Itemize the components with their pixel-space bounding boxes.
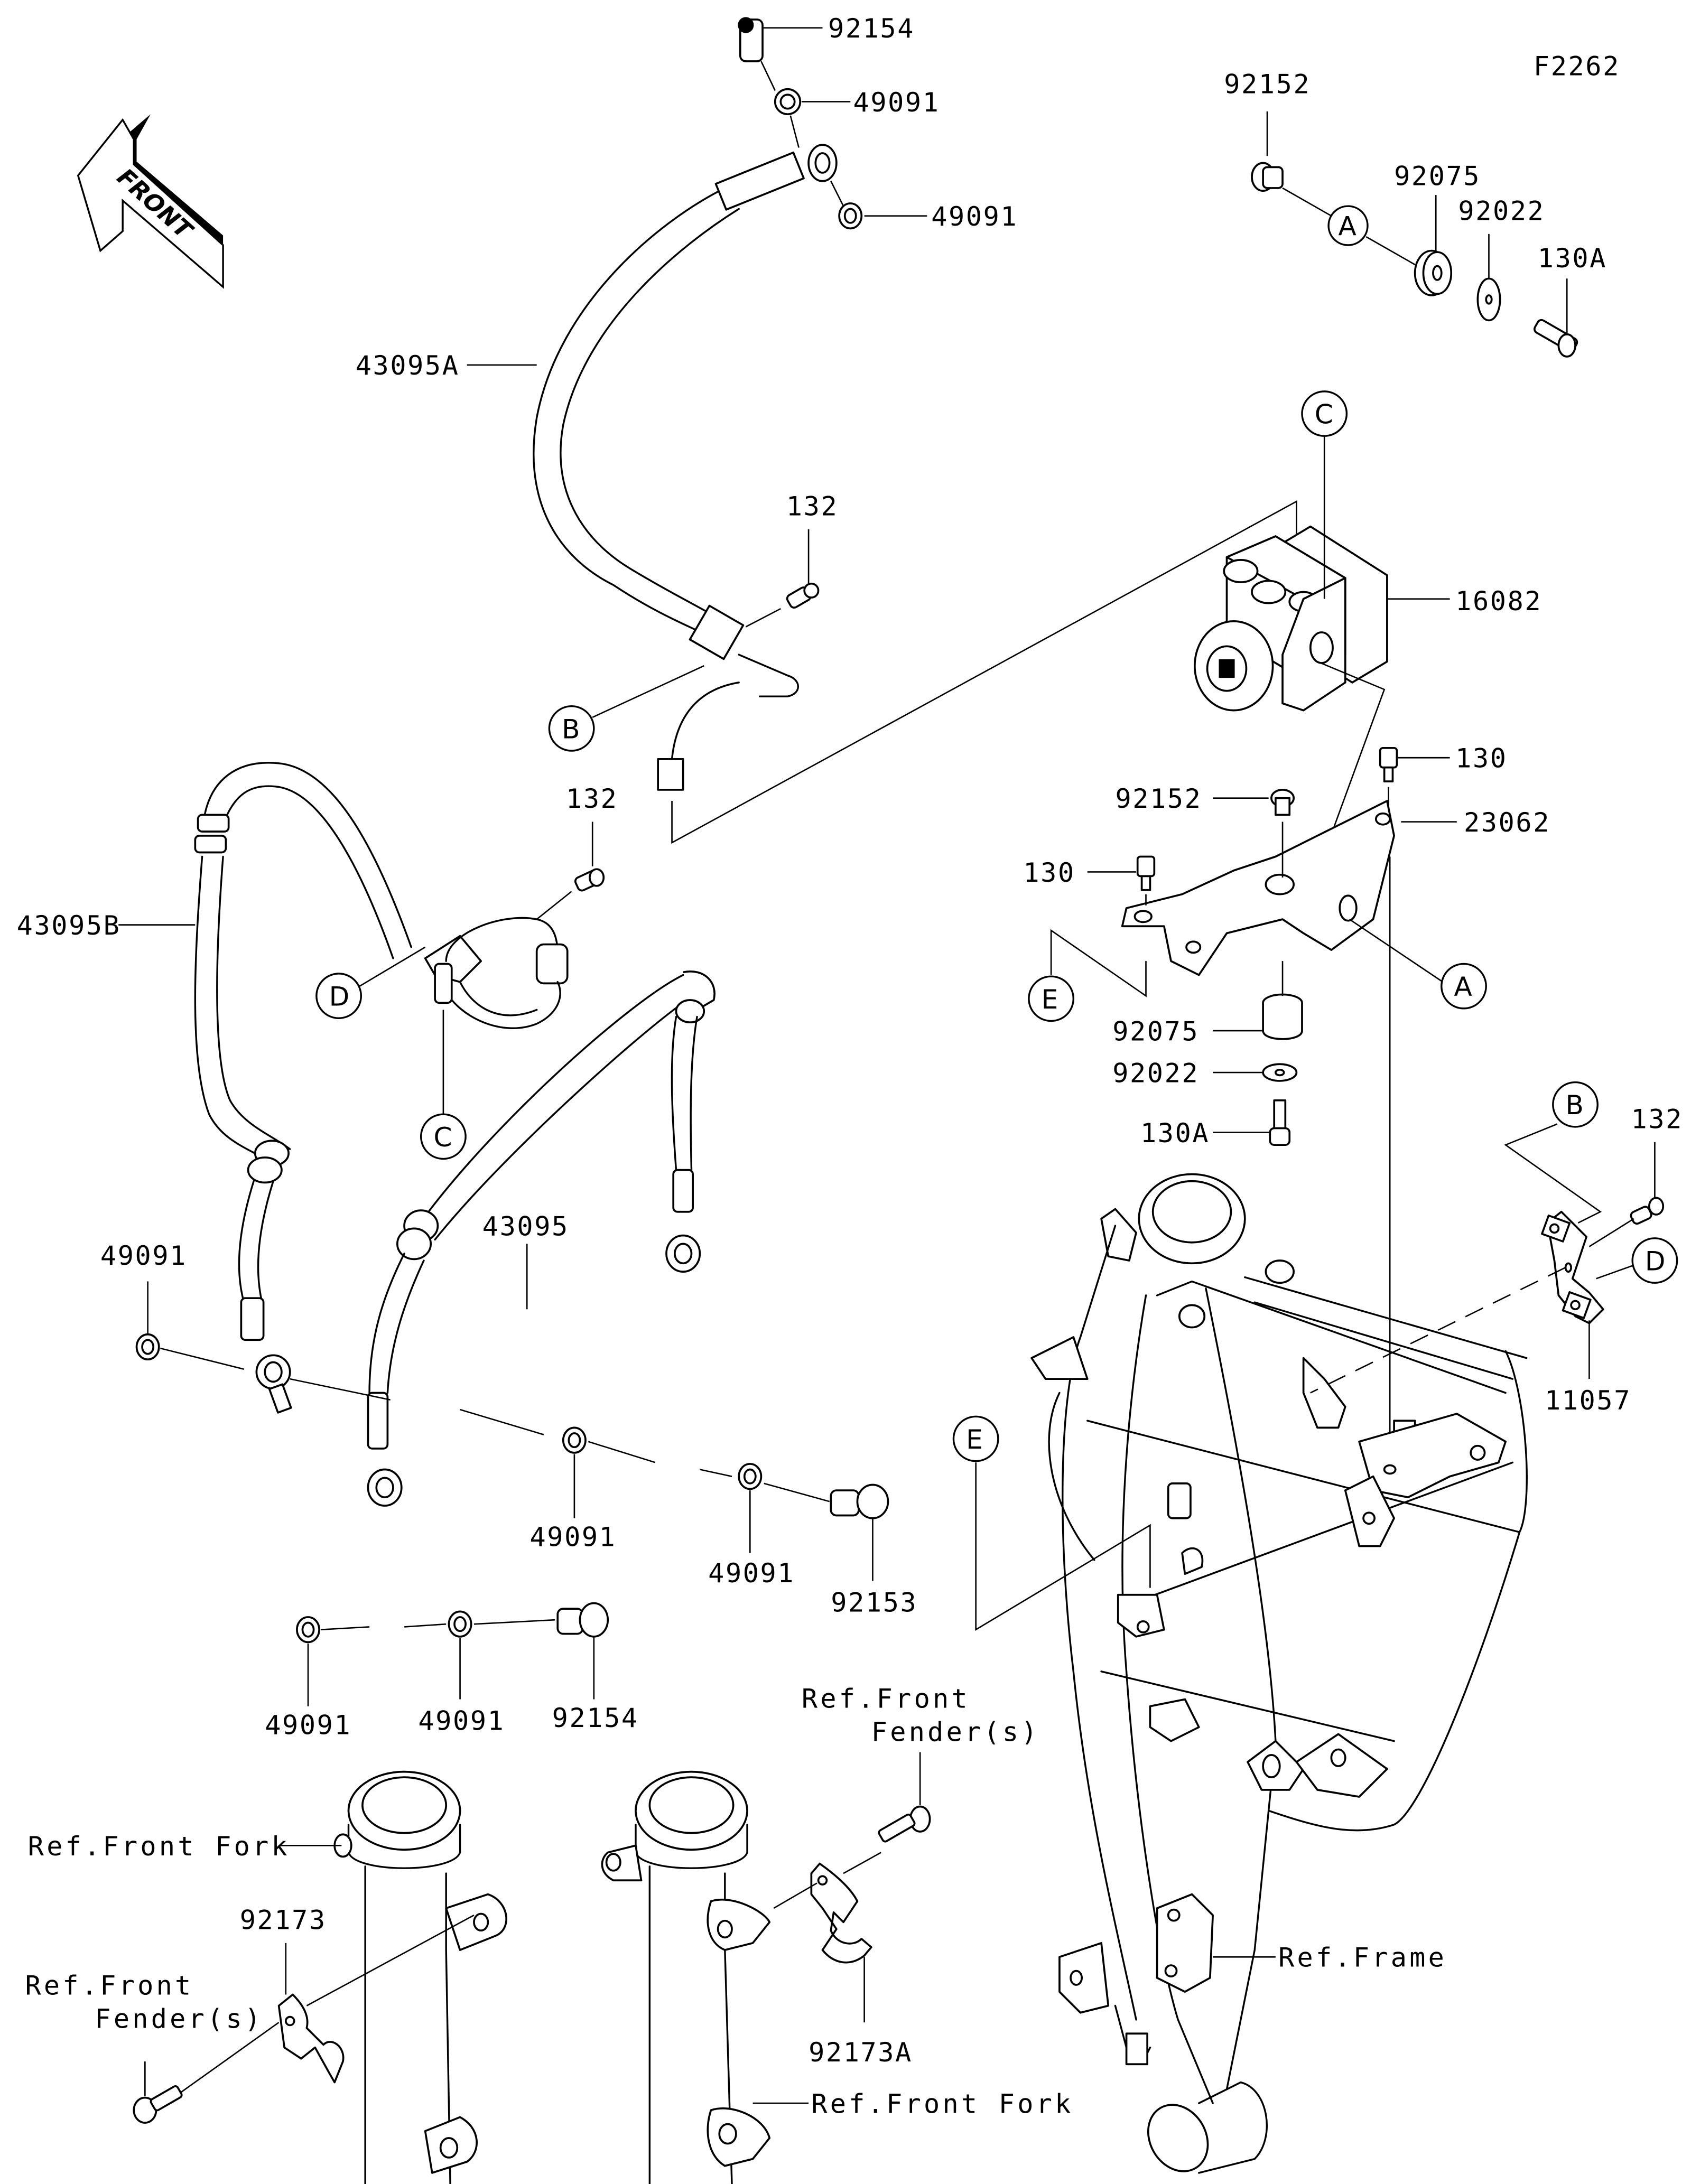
bolt-132-mid: [536, 822, 605, 920]
washer-49091-bot-1: [296, 1616, 320, 1706]
callout-b-clamp: [1552, 1081, 1599, 1128]
callout-c-hose: [420, 1113, 467, 1160]
banjo-bolt-92153: [830, 1483, 889, 1581]
callout-b-hose-label: B: [562, 713, 580, 744]
bolt-130a-mid: [1213, 1099, 1291, 1146]
part-label-92173: 92173: [240, 1905, 327, 1936]
part-label-49091-bot-1: 49091: [265, 1709, 351, 1740]
ref-front-fender-left-line2: Fender(s): [95, 2003, 263, 2034]
part-label-49091-bot-2: 49091: [418, 1705, 505, 1737]
collar-92152-mid: [1213, 789, 1295, 878]
callout-e-frame: [952, 1415, 999, 1462]
ref-front-fender-right-line1: Ref.Front: [802, 1683, 970, 1714]
part-label-92154-top: 92154: [828, 13, 915, 44]
washer-49091-mid-2: [738, 1463, 763, 1553]
callout-d-hose: [315, 973, 362, 1019]
abs-hydraulic-unit-16082: [1193, 525, 1388, 712]
callout-a-top: [1327, 205, 1369, 246]
bolt-132-upper: [745, 529, 820, 628]
clamp-92173: [181, 1915, 475, 2093]
callout-c-hose-label: C: [433, 1122, 452, 1153]
part-label-49091-top-1: 49091: [853, 87, 940, 118]
part-label-92152-mid: 92152: [1115, 783, 1202, 814]
part-label-92173a: 92173A: [809, 2037, 913, 2068]
part-label-49091-mid-2: 49091: [708, 1557, 795, 1589]
part-label-92022-top: 92022: [1458, 195, 1545, 227]
washer-92022-mid: [1213, 1063, 1298, 1082]
front-direction-arrow-icon: FRONT: [77, 114, 224, 289]
washer-49091-mid-1: [562, 1426, 587, 1518]
callout-b-clamp-label: B: [1566, 1089, 1584, 1121]
part-label-43095: 43095: [482, 1211, 569, 1242]
callout-d-hose-label: D: [329, 981, 350, 1012]
part-label-49091-mid-1: 49091: [529, 1522, 616, 1553]
part-label-130-right: 130: [1455, 743, 1507, 774]
front-fork-left: [333, 1770, 508, 2184]
washer-49091-top-1: [774, 88, 851, 148]
clamp-11057: [1541, 1210, 1604, 1379]
callout-a-bracket: [1441, 963, 1487, 1010]
callout-d-clamp: [1631, 1237, 1678, 1284]
part-label-132-right: 132: [1631, 1104, 1683, 1135]
part-label-132-upper: 132: [786, 491, 838, 522]
part-label-92154-bottom: 92154: [552, 1702, 639, 1733]
part-label-43095b: 43095B: [17, 910, 121, 941]
part-label-49091-left: 49091: [100, 1240, 187, 1271]
part-label-92152-top: 92152: [1224, 69, 1311, 100]
callout-a-top-label: A: [1339, 211, 1356, 242]
screw-fender-right: [878, 1752, 931, 1843]
brake-hose-43095b: [194, 762, 569, 1414]
part-label-92075-mid: 92075: [1112, 1015, 1199, 1047]
bolt-130-right: [1379, 746, 1450, 808]
callout-c-abs-label: C: [1315, 399, 1333, 430]
callout-e-frame-label: E: [966, 1424, 983, 1455]
part-label-92022-mid: 92022: [1112, 1058, 1199, 1089]
screw-fender-left: [133, 2061, 183, 2124]
ref-front-fender-right-line2: Fender(s): [871, 1716, 1040, 1748]
bracket-23062: [1121, 800, 1395, 976]
ref-front-fork-right: Ref.Front Fork: [811, 2088, 1073, 2120]
part-label-11057: 11057: [1545, 1385, 1631, 1416]
banjo-bolt-92154-bottom: [556, 1602, 609, 1700]
part-label-130a-top: 130A: [1538, 242, 1607, 274]
collar-92152-top: [1251, 111, 1284, 192]
ref-front-fork-left: Ref.Front Fork: [28, 1831, 290, 1862]
brake-hose-43095a: [533, 144, 838, 791]
part-label-130-left: 130: [1023, 857, 1075, 888]
motorcycle-frame: [1030, 1173, 1528, 2174]
part-label-92075-top: 92075: [1394, 161, 1481, 192]
ref-front-fender-left-line1: Ref.Front: [25, 1970, 193, 2001]
part-label-92153: 92153: [831, 1586, 917, 1618]
part-label-23062: 23062: [1464, 807, 1550, 838]
banjo-bolt-92154-top: [738, 17, 823, 91]
bolt-130a-top: [1534, 278, 1578, 358]
callout-e-bracket-label: E: [1042, 984, 1058, 1015]
washer-49091-left: [135, 1281, 160, 1361]
callout-a-bracket-label: A: [1454, 971, 1472, 1002]
callout-d-clamp-label: D: [1645, 1245, 1666, 1276]
bolt-130-left: [1087, 855, 1156, 906]
part-label-49091-top-2: 49091: [931, 201, 1018, 232]
clamp-92173a: [773, 1852, 881, 2023]
front-fork-right: [601, 1770, 771, 2184]
washer-49091-bot-2: [448, 1610, 472, 1700]
washer-49091-top-2: [830, 181, 927, 230]
damper-92075-mid: [1213, 961, 1303, 1040]
callout-b-hose: [548, 705, 595, 752]
bolt-132-right: [1588, 1142, 1665, 1247]
ref-frame: Ref.Frame: [1278, 1942, 1447, 1973]
washer-92022-top: [1476, 234, 1501, 322]
damper-92075-top: [1414, 195, 1453, 296]
part-label-16082: 16082: [1455, 585, 1542, 617]
callout-e-bracket: [1028, 975, 1075, 1022]
brake-hose-43095: [367, 970, 716, 1507]
part-label-132-mid: 132: [566, 783, 618, 814]
part-label-43095a: 43095A: [356, 350, 460, 381]
diagram-code: F2262: [1534, 50, 1620, 81]
part-label-130a-mid: 130A: [1140, 1117, 1210, 1149]
